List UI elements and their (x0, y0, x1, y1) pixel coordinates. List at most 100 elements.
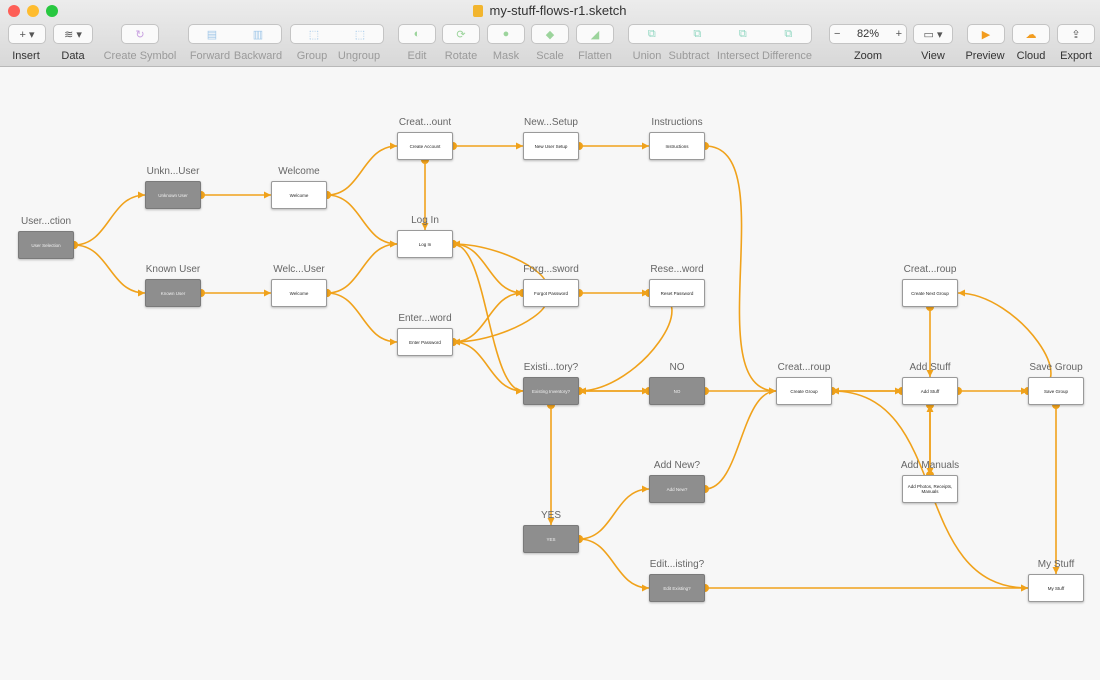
artboard-title[interactable]: Log In (411, 215, 439, 226)
artboard-save-group[interactable]: Save Group (1028, 377, 1084, 405)
edit-button[interactable]: ◐ (398, 24, 436, 44)
artboard-label: Create Group (790, 388, 818, 394)
artboard-new-user-setup[interactable]: New User Setup (523, 132, 579, 160)
group-label: Group (296, 50, 328, 62)
window-toolbar: my-stuff-flows-r1.sketch + ▾ ≋ ▾ Insert … (0, 0, 1100, 67)
flow-link (704, 390, 777, 490)
artboard-title[interactable]: Enter...word (398, 313, 452, 324)
artboard-title[interactable]: NO (669, 362, 685, 373)
flow-arrowhead (138, 191, 145, 199)
group-icon: ⬚ (308, 28, 320, 41)
close-window-button[interactable] (8, 5, 20, 17)
artboard-title[interactable]: Welcome (278, 166, 320, 177)
artboard-title[interactable]: Add Stuff (909, 362, 951, 373)
preview-button[interactable]: ▶ (967, 24, 1005, 44)
artboard-title[interactable]: Existi...tory? (523, 362, 579, 373)
boolean-buttons[interactable]: ⧉ ⧉ ⧉ ⧉ (628, 24, 812, 44)
artboard-title[interactable]: Creat...ount (398, 117, 452, 128)
artboard-no[interactable]: NO (649, 377, 705, 405)
artboard-label: Enter Password (409, 339, 441, 345)
artboard-welcome-user[interactable]: Welcome (271, 279, 327, 307)
artboard-label: New User Setup (534, 143, 568, 149)
artboard-title[interactable]: Save Group (1029, 362, 1083, 373)
layers-icon: ≋ ▾ (64, 28, 82, 41)
artboard-label: Save Group (1043, 388, 1068, 394)
artboard-create-next-group[interactable]: Create Next Group (902, 279, 958, 307)
artboard-enter-password[interactable]: Enter Password (397, 328, 453, 356)
artboard-title[interactable]: Edit...isting? (649, 559, 705, 570)
play-icon: ▶ (981, 28, 991, 41)
view-icon: ▭ ▾ (923, 28, 943, 41)
scale-label: Scale (536, 50, 564, 62)
edit-icon: ◐ (413, 28, 421, 40)
flow-arrowhead (390, 338, 397, 346)
artboard-label: Add New? (666, 486, 688, 492)
artboard-create-group[interactable]: Create Group (776, 377, 832, 405)
artboard-title[interactable]: New...Setup (524, 117, 578, 128)
rotate-button[interactable]: ⟳ (442, 24, 480, 44)
mask-button[interactable]: ● (487, 24, 525, 44)
flow-arrowhead (1021, 584, 1028, 592)
mask-icon: ● (502, 28, 510, 40)
zoom-window-button[interactable] (46, 5, 58, 17)
artboard-title[interactable]: Creat...roup (777, 362, 831, 373)
artboard-title[interactable]: User...ction (20, 216, 72, 227)
artboard-user-selection[interactable]: User Selection (18, 231, 74, 259)
artboard-welcome[interactable]: Welcome (271, 181, 327, 209)
artboard-title[interactable]: Add New? (653, 460, 701, 471)
artboard-known-user[interactable]: Known User (145, 279, 201, 307)
ungroup-icon: ⬚ (354, 28, 366, 41)
zoom-control[interactable]: − 82% + (829, 24, 907, 44)
flow-link (452, 292, 524, 343)
arrange-buttons[interactable]: ▤ ▥ (188, 24, 282, 44)
artboard-add-manuals[interactable]: Add Photos, Receipts, Manuals (902, 475, 958, 503)
artboard-my-stuff[interactable]: My Stuff (1028, 574, 1084, 602)
view-button[interactable]: ▭ ▾ (913, 24, 953, 44)
artboard-unknown-user[interactable]: Unknown User (145, 181, 201, 209)
artboard-title[interactable]: Rese...word (650, 264, 704, 275)
artboard-title[interactable]: Welc...User (273, 264, 325, 275)
artboard-title[interactable]: Instructions (651, 117, 703, 128)
artboard-create-account[interactable]: Create Account (397, 132, 453, 160)
artboard-title[interactable]: YES (540, 510, 562, 521)
preview-label: Preview (965, 50, 1005, 62)
artboard-title[interactable]: My Stuff (1037, 559, 1075, 570)
share-icon: ⇪ (1071, 28, 1081, 41)
artboard-label: Create Next Group (911, 290, 949, 296)
export-button[interactable]: ⇪ (1057, 24, 1095, 44)
cloud-button[interactable]: ☁ (1012, 24, 1050, 44)
zoom-out-button[interactable]: − (834, 28, 841, 40)
flow-arrowhead (453, 240, 460, 248)
export-label: Export (1060, 50, 1092, 62)
flatten-button[interactable]: ◢ (576, 24, 614, 44)
insert-label: Insert (12, 50, 40, 62)
artboard-title[interactable]: Unkn...User (146, 166, 200, 177)
artboard-title[interactable]: Known User (145, 264, 201, 275)
data-button[interactable]: ≋ ▾ (53, 24, 93, 44)
symbol-icon: ↻ (135, 28, 145, 41)
minimize-window-button[interactable] (27, 5, 39, 17)
forward-icon: ▤ (206, 28, 218, 41)
create-symbol-button[interactable]: ↻ (121, 24, 159, 44)
artboard-title[interactable]: Forg...sword (523, 264, 579, 275)
artboard-add-stuff[interactable]: Add Stuff (902, 377, 958, 405)
artboard-title[interactable]: Creat...roup (903, 264, 957, 275)
artboard-edit-existing[interactable]: Edit Existing? (649, 574, 705, 602)
group-buttons[interactable]: ⬚ ⬚ (290, 24, 384, 44)
artboard-reset-password[interactable]: Reset Password (649, 279, 705, 307)
document-icon (473, 5, 484, 17)
artboard-title[interactable]: Add Manuals (900, 460, 960, 471)
artboard-existing-inventory[interactable]: Existing Inventory? (523, 377, 579, 405)
artboard-log-in[interactable]: Log In (397, 230, 453, 258)
artboard-forgot-password[interactable]: Forgot Password (523, 279, 579, 307)
artboard-yes[interactable]: YES (523, 525, 579, 553)
artboard-label: Reset Password (660, 290, 694, 296)
artboard-add-new[interactable]: Add New? (649, 475, 705, 503)
insert-button[interactable]: + ▾ (8, 24, 46, 44)
artboard-label: My Stuff (1047, 585, 1065, 591)
union-label: Union (632, 50, 662, 62)
zoom-in-button[interactable]: + (895, 28, 902, 40)
scale-button[interactable]: ◆ (531, 24, 569, 44)
artboard-instructions[interactable]: Instructions (649, 132, 705, 160)
